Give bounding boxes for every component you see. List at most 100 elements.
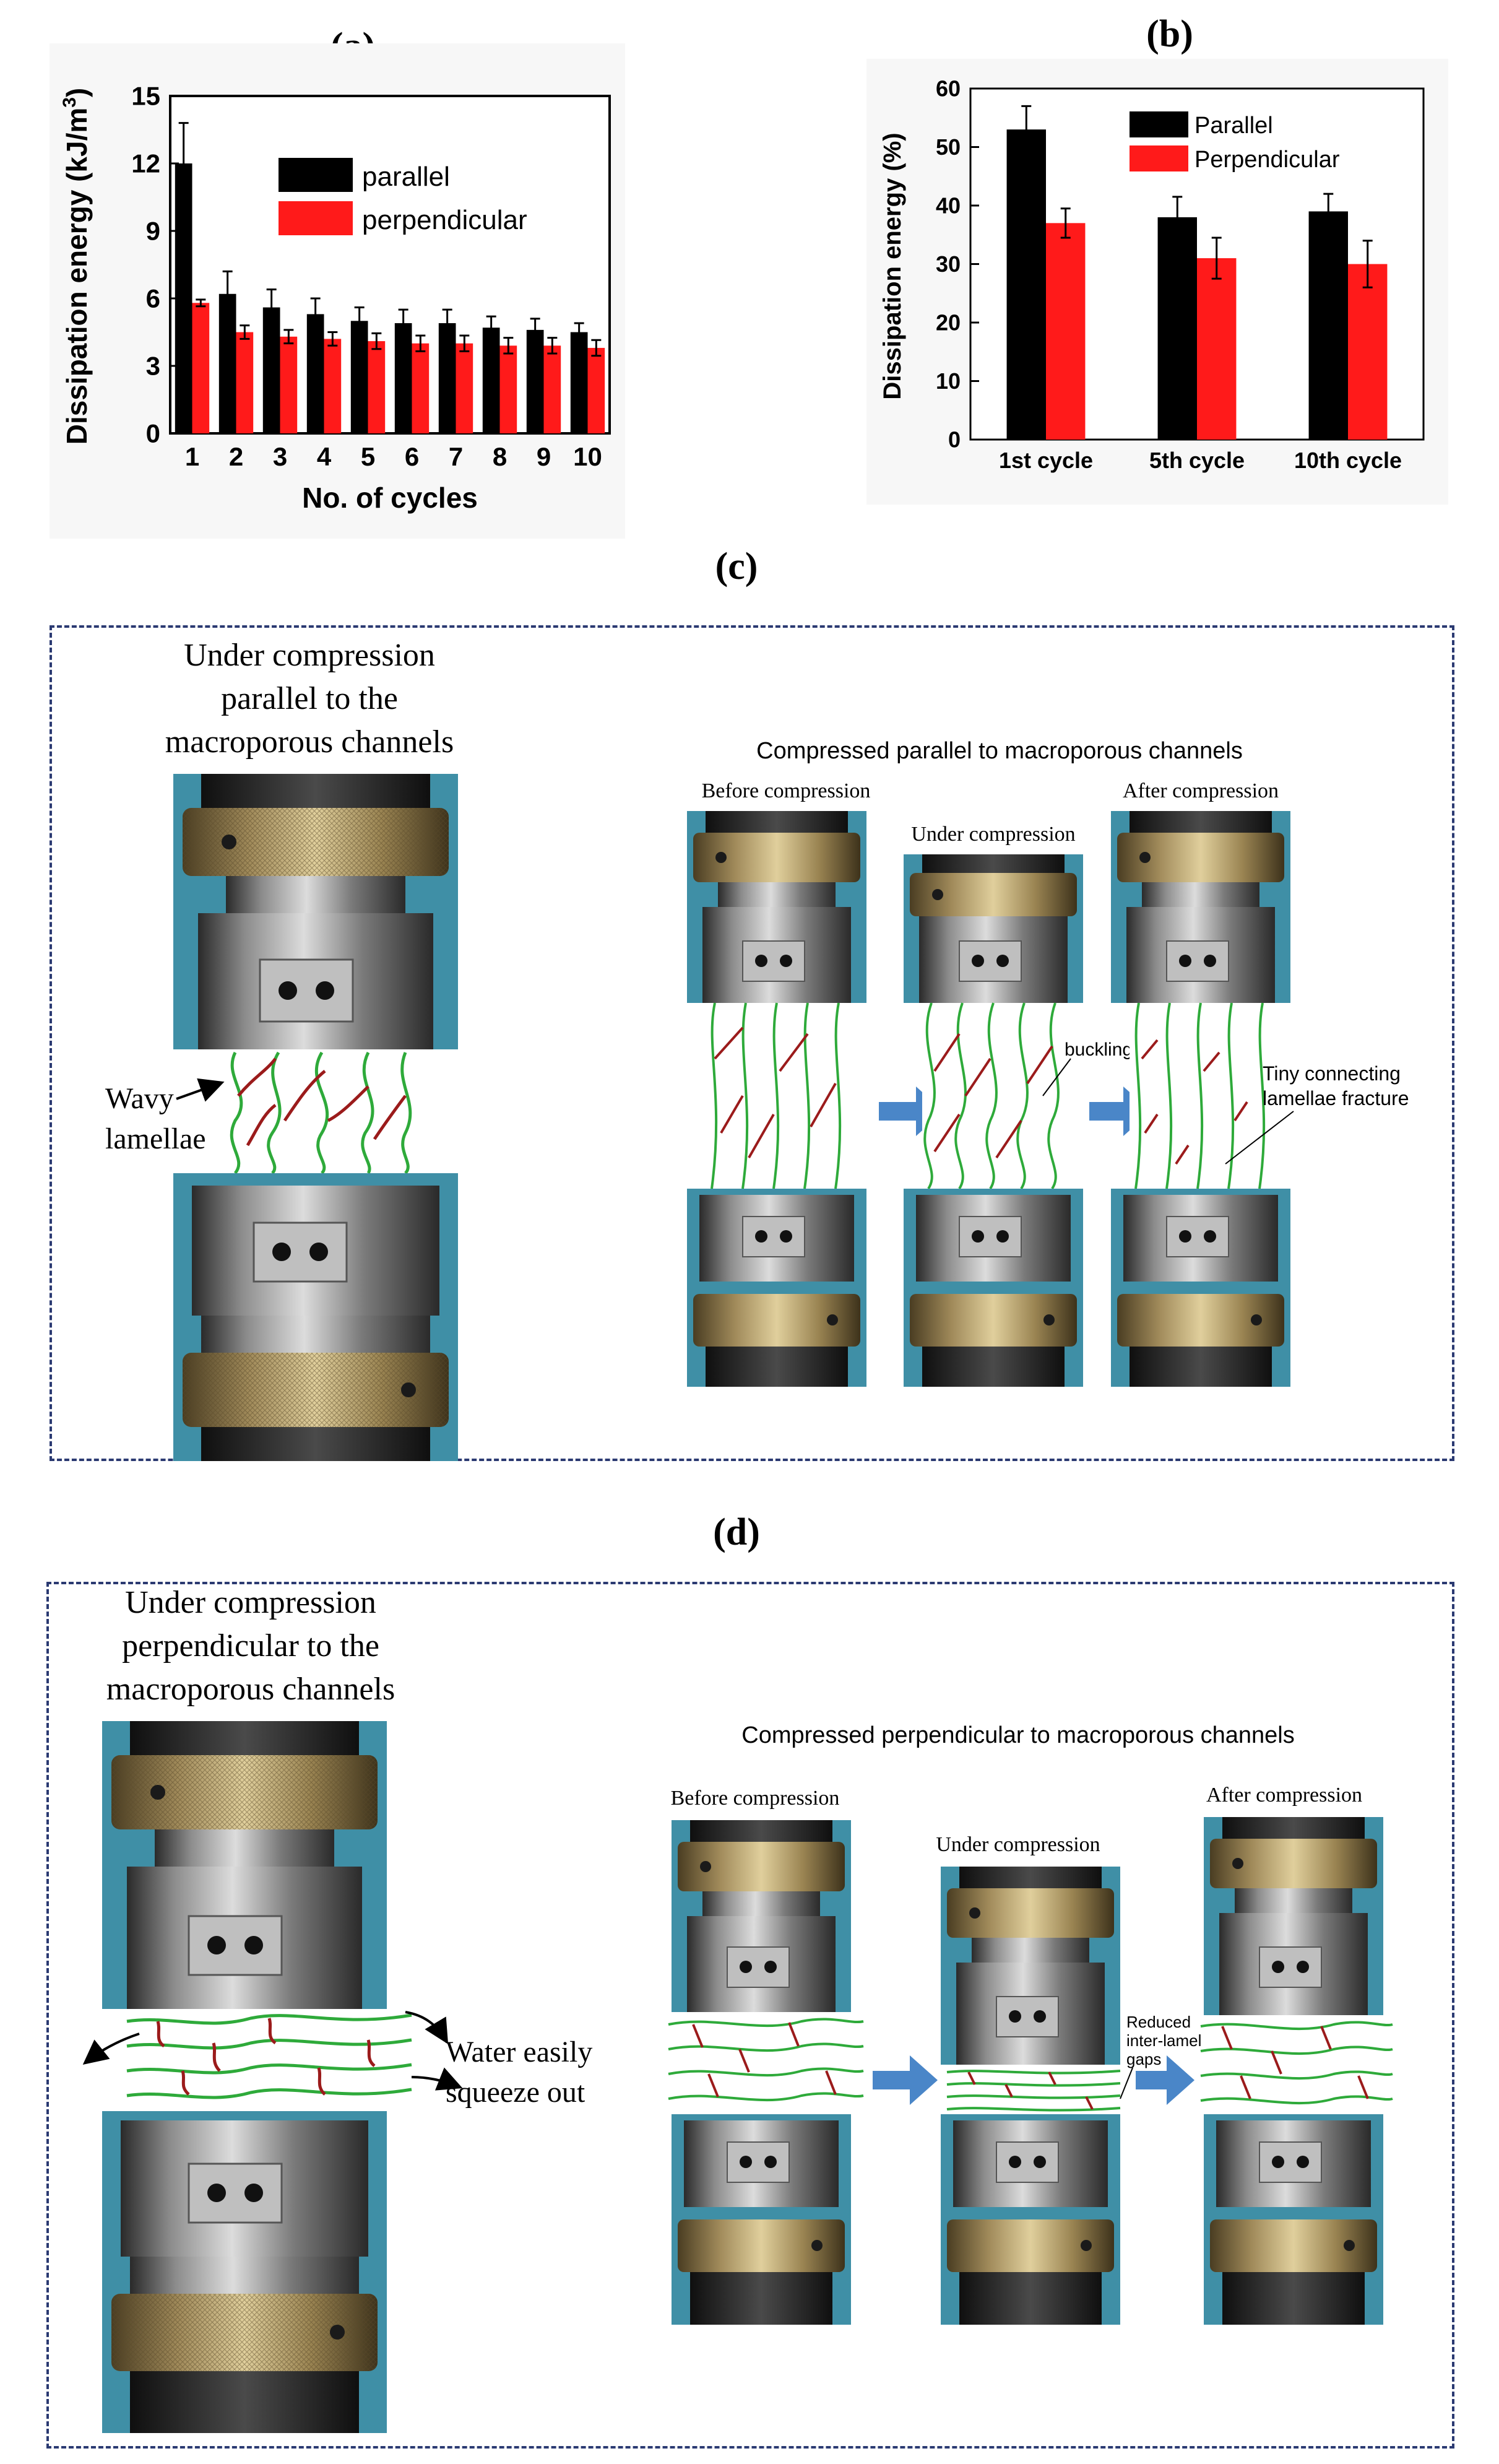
d-stage-after: After compression [1206,1784,1362,1807]
c-stage-under: Under compression [911,823,1075,846]
d-stage-before: Before compression [671,1787,840,1810]
d-left-top-fixture [102,1721,387,2009]
d-under-apparatus [941,1867,1121,2325]
c-buckling-label: buckling [1065,1039,1133,1060]
chartB-ytick-label: 60 [936,76,961,102]
chartB-ytick-label: 20 [936,310,961,336]
chartA-bar-b [368,341,386,433]
c-left-top-fixture [173,774,458,1049]
c-under-apparatus [904,854,1083,1387]
d-arrow-1 [873,2055,938,2105]
d-squeeze-arrow-right-2 [411,2067,463,2091]
chartA-ytick-label: 3 [146,352,160,381]
chartB-ytick-label: 40 [936,193,961,219]
chartA-bar-b [236,332,254,433]
d-stage-under: Under compression [936,1833,1100,1856]
panel-d-frame [46,1582,1454,2449]
chartB-ytick-label: 10 [936,368,961,394]
d-before-apparatus [668,1820,864,2325]
chartA-bar-b [499,345,517,433]
chartA-xtick-label: 5 [361,442,375,471]
panel-c-frame [50,625,1454,1461]
d-right-title: Compressed perpendicular to macroporous … [741,1722,1294,1748]
chartA-xtick-label: 9 [537,442,551,471]
legend-perpendicular: perpendicular [362,205,527,235]
chart-a-legend: parallel perpendicular [279,158,527,235]
chartB-xtick-label: 1st cycle [999,448,1093,473]
panel-c-figure: Under compression parallel to the macrop… [105,638,1409,1461]
chartB-ytick-label: 30 [936,251,961,277]
d-water-label-1: Water easily [446,2036,592,2068]
chartB-bar-a [1157,217,1197,440]
c-fracture-label-1: Tiny connecting [1263,1062,1401,1085]
chartB-bar-a [1308,211,1348,440]
chartA-ytick-label: 9 [146,217,160,246]
d-after-apparatus [1200,1817,1393,2325]
chart-a-ylabel: Dissipation energy (kJ/m3) [59,88,93,445]
chartA-xtick-label: 6 [405,442,419,471]
c-left-title-2: parallel to the [221,681,398,716]
panel-label-c: (c) [715,545,758,588]
c-fracture-label-2: lamellae fracture [1263,1087,1409,1109]
d-left-bottom-fixture [102,2111,387,2433]
chartB-bar-b [1197,258,1237,440]
chartA-bar-a [175,163,192,433]
chartA-bar-a [306,314,324,433]
chartA-bar-a [526,329,544,433]
legend-parallel: parallel [362,162,450,192]
c-fracture-line [1225,1111,1294,1165]
chartA-ytick-label: 12 [131,149,160,178]
legend-parallel-b: Parallel [1194,113,1273,139]
c-wavy-arrow [176,1078,225,1102]
d-left-title-3: macroporous channels [106,1672,395,1707]
d-squeeze-arrow-right-1 [405,2011,449,2044]
c-wavy-label-1: Wavy [105,1082,174,1115]
chartA-bar-b [456,343,473,433]
chartA-ytick-label: 6 [146,284,160,313]
chartA-bar-a [394,323,412,433]
chartB-bar-b [1046,223,1086,440]
legend-perpendicular-b: Perpendicular [1194,147,1340,173]
c-wavy-label-2: lamellae [105,1122,206,1155]
chartA-bar-b [280,336,298,433]
chartB-bar-a [1006,129,1046,440]
panel-label-b: (b) [1146,13,1193,55]
chartA-bar-b [587,347,605,433]
chartA-xtick-label: 3 [273,442,287,471]
c-left-bottom-fixture [173,1173,458,1461]
chartB-xtick-label: 10th cycle [1294,448,1402,473]
d-squeeze-arrow-left [82,2032,140,2065]
chartA-xtick-label: 2 [229,442,243,471]
chartA-xtick-label: 4 [317,442,332,471]
chartB-xtick-label: 5th cycle [1149,448,1245,473]
c-buckling-line [1042,1058,1071,1096]
panel-label-d: (d) [713,1511,760,1553]
chartA-xtick-label: 7 [449,442,463,471]
c-stage-before: Before compression [702,779,871,802]
chartA-bar-a [350,321,368,433]
chartA-bar-a [570,332,588,433]
d-reduced-label-3: gaps [1126,2050,1161,2068]
panel-d-figure: Under compression perpendicular to the m… [82,1585,1393,2433]
chartA-bar-b [192,303,210,433]
chart-b: 0 10 20 30 40 50 60 1st cycle 5th cycle 10th cyc… [866,59,1448,505]
chartB-ytick-label: 0 [948,427,961,453]
chartB-ytick-label: 50 [936,134,961,160]
chartB-bar-b [1348,264,1388,440]
c-right-title: Compressed parallel to macroporous chann… [756,738,1243,764]
d-reduced-line [1120,2067,1133,2099]
d-left-title-2: perpendicular to the [122,1628,379,1664]
c-after-apparatus [1111,811,1290,1387]
c-stage-after: After compression [1123,779,1279,802]
chartA-bar-b [412,343,430,433]
d-left-sample [126,2009,412,2111]
chartA-bar-a [262,307,280,433]
chartA-xtick-label: 8 [493,442,507,471]
chart-a-xlabel: No. of cycles [302,482,478,514]
chartA-xtick-label: 1 [185,442,199,471]
c-before-apparatus [687,811,866,1387]
c-left-title-3: macroporous channels [165,724,454,760]
d-arrow-2 [1136,2055,1194,2105]
d-water-label-2: squeeze out [446,2076,585,2109]
